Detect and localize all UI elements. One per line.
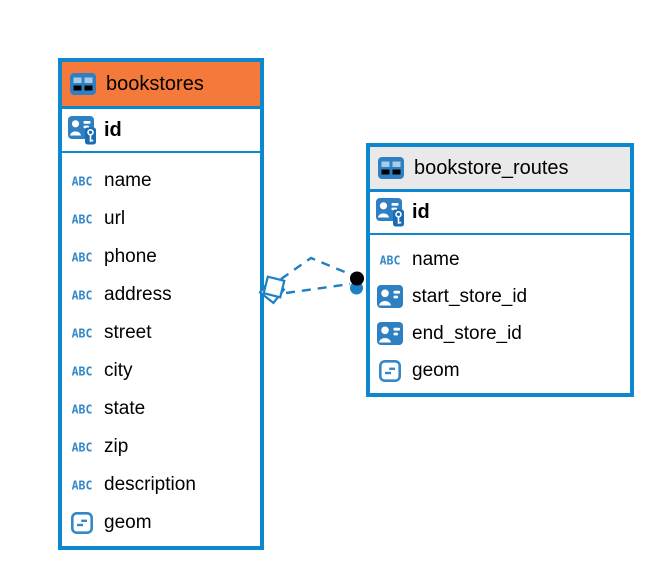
table-title: bookstores [106,72,204,95]
column-label: state [104,398,146,419]
column-label: geom [412,359,460,381]
geometry-type-icon [376,359,404,382]
column-label: id [412,201,430,223]
primary-key-user-icon [376,198,404,227]
text-type-icon: ABC [71,363,93,379]
column-label: city [104,360,133,381]
reference-user-icon [376,285,404,308]
text-type-icon: ABC [71,211,93,227]
column-row[interactable]: geom [68,504,254,542]
column-row[interactable]: geom [376,352,624,389]
column-row-pk[interactable]: id [370,192,630,235]
relationship-diamond-marker[interactable] [258,275,286,305]
column-row-pk[interactable]: id [62,109,260,153]
column-label: address [104,284,172,305]
table-title: bookstore_routes [414,156,569,179]
column-row[interactable]: ABC url [68,200,254,238]
column-label: name [104,170,152,191]
column-row[interactable]: ABC description [68,466,254,504]
column-row[interactable]: start_store_id [376,278,624,315]
column-label: zip [104,436,129,457]
text-type-icon: ABC [71,401,93,417]
column-row[interactable]: ABC name [68,162,254,200]
column-list: ABC name start_store_id end_store_id ge [370,235,630,393]
table-header-bookstore-routes[interactable]: bookstore_routes [370,147,630,192]
text-type-icon: ABC [71,173,93,189]
column-label: start_store_id [412,285,528,307]
text-type-icon: ABC [71,439,93,455]
text-type-icon: ABC [71,477,93,493]
column-label: url [104,208,126,229]
column-row[interactable]: ABC name [376,241,624,278]
table-icon [377,157,405,179]
relationship-endpoint-dots[interactable] [350,271,364,295]
reference-user-icon [376,322,404,345]
column-list: ABC name ABC url ABC phone ABC address A… [62,153,260,546]
column-row[interactable]: ABC address [68,276,254,314]
column-row[interactable]: ABC street [68,314,254,352]
primary-key-user-icon [68,115,96,145]
fk-relationship-line-lower[interactable] [285,282,351,295]
text-type-icon: ABC [379,251,401,268]
column-label: name [412,248,460,270]
column-label: geom [104,512,152,533]
column-label: id [104,118,122,141]
text-type-icon: ABC [71,325,93,341]
column-row[interactable]: end_store_id [376,315,624,352]
table-header-bookstores[interactable]: bookstores [62,62,260,109]
table-node-bookstore-routes[interactable]: bookstore_routes id ABC name start_store… [366,143,634,397]
column-row[interactable]: ABC phone [68,238,254,276]
column-row[interactable]: ABC state [68,390,254,428]
geometry-type-icon [68,512,96,534]
table-icon [69,73,97,95]
text-type-icon: ABC [71,249,93,265]
column-label: phone [104,246,157,267]
column-row[interactable]: ABC zip [68,428,254,466]
table-node-bookstores[interactable]: bookstores id ABC name ABC url ABC phone… [58,58,264,550]
column-label: street [104,322,152,343]
column-row[interactable]: ABC city [68,352,254,390]
column-label: end_store_id [412,322,522,344]
column-label: description [104,474,196,495]
text-type-icon: ABC [71,287,93,303]
fk-relationship-line-upper[interactable] [280,256,353,280]
